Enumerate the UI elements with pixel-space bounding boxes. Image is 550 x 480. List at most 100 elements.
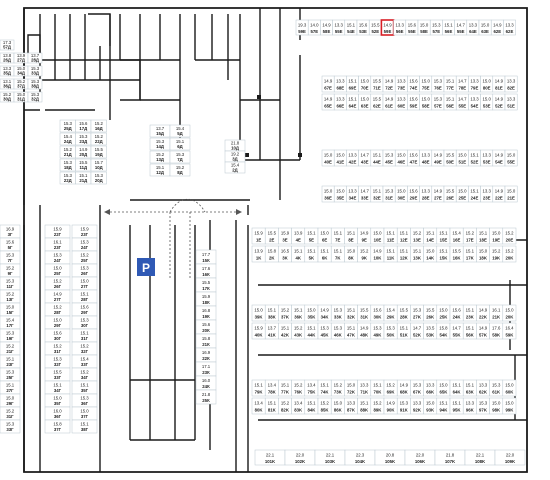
parking-spot-8Д[interactable]: 15.28Д (169, 163, 191, 177)
parking-spot-7E[interactable]: 15.17E (330, 227, 345, 245)
parking-spot-6K[interactable]: 15.16K (317, 245, 332, 263)
parking-spot-3E[interactable]: 15.93E (278, 227, 292, 245)
parking-spot-3K[interactable]: 16.53K (278, 245, 292, 263)
